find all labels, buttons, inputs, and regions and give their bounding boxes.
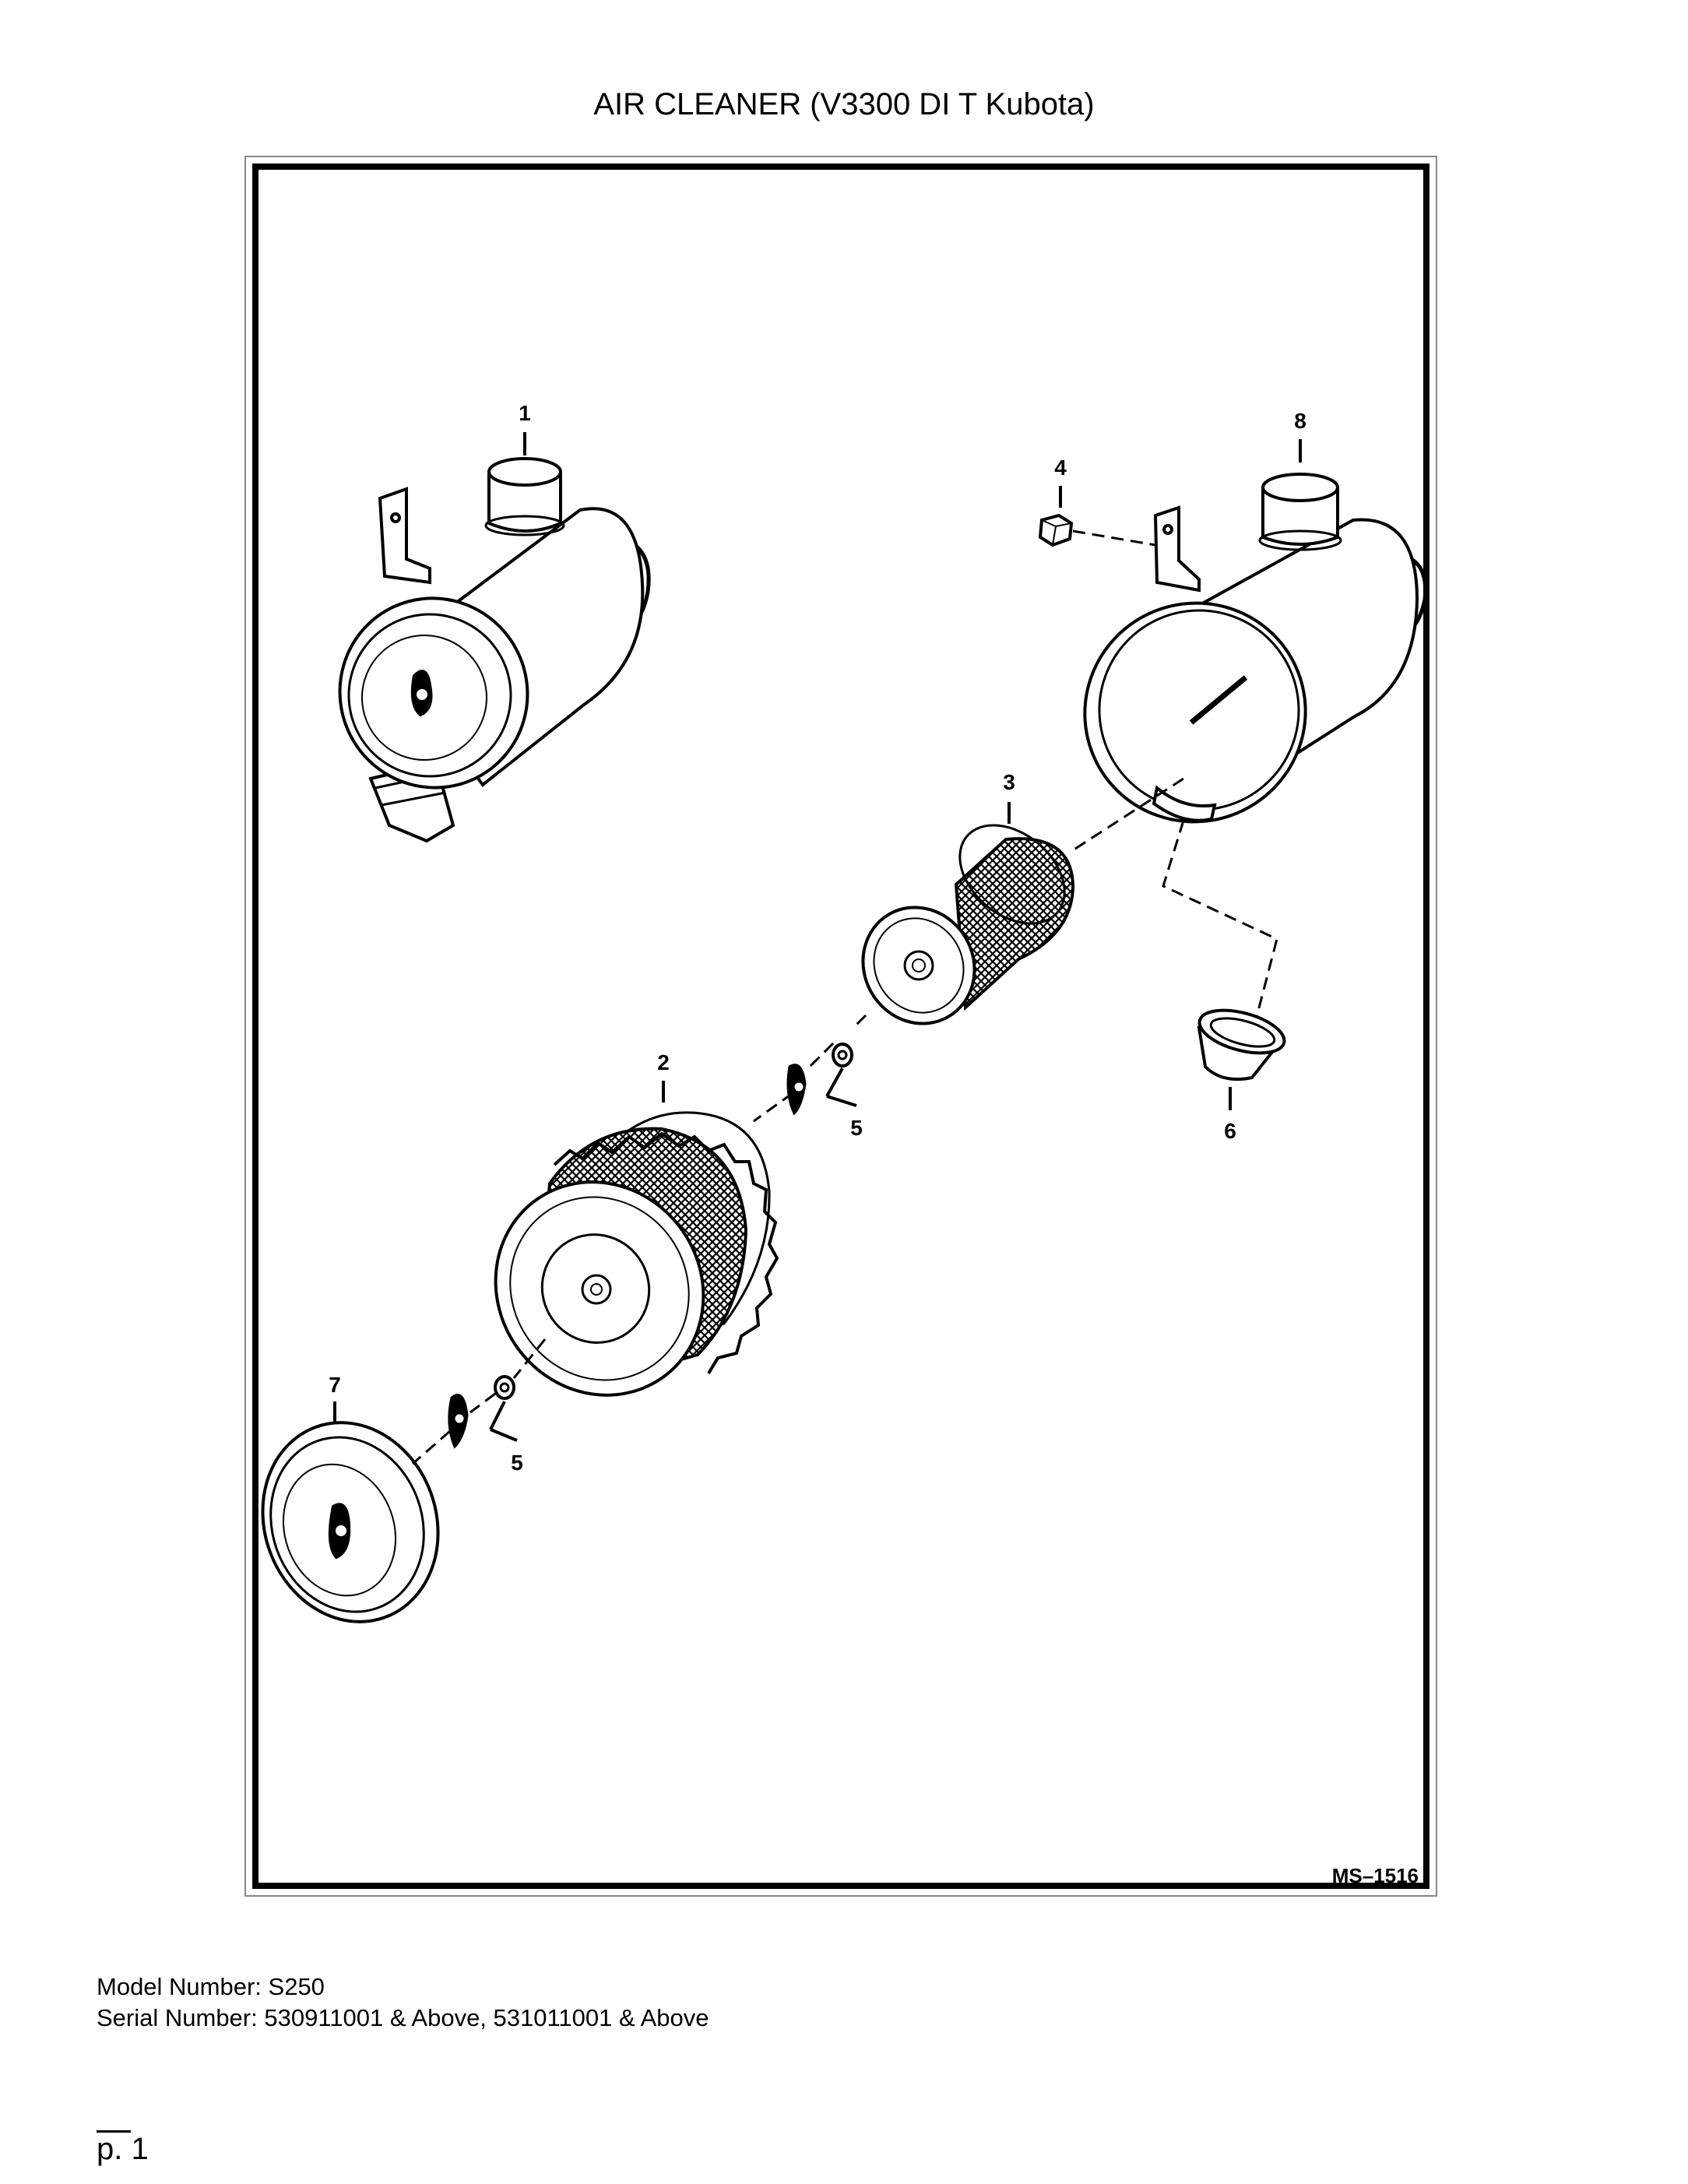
diagram-frame-outer bbox=[244, 156, 1437, 1897]
callout-6: 6 bbox=[1224, 1119, 1236, 1143]
assembly-lines bbox=[412, 529, 1278, 1465]
callout-8: 8 bbox=[1294, 409, 1306, 433]
inner-filter-element bbox=[861, 824, 1075, 1025]
air-cleaner-housing bbox=[1083, 473, 1428, 824]
model-number: Model Number: S250 bbox=[97, 1973, 325, 2000]
callout-leaders bbox=[333, 432, 1302, 1442]
wing-nut-washer-upper bbox=[786, 1043, 853, 1116]
callout-4: 4 bbox=[1054, 455, 1067, 480]
serial-number: Serial Number: 530911001 & Above, 531011… bbox=[97, 2004, 709, 2031]
wing-nut-washer-lower bbox=[448, 1375, 515, 1449]
callout-5-lower: 5 bbox=[511, 1451, 523, 1475]
callout-7: 7 bbox=[329, 1373, 341, 1397]
hex-nut bbox=[1038, 513, 1074, 547]
air-cleaner-cover bbox=[261, 1421, 440, 1623]
callout-5-upper: 5 bbox=[850, 1116, 863, 1140]
callout-3: 3 bbox=[1003, 770, 1015, 794]
callout-2: 2 bbox=[657, 1050, 670, 1074]
page-number-rule bbox=[97, 2130, 131, 2133]
primary-filter-element bbox=[494, 1111, 779, 1397]
page-number: p. 1 bbox=[97, 2132, 149, 2166]
outlet-adapter bbox=[1197, 1008, 1286, 1081]
callout-1: 1 bbox=[519, 401, 531, 425]
air-cleaner-assembly bbox=[338, 457, 651, 843]
diagram-frame bbox=[252, 164, 1430, 1889]
page-title: AIR CLEANER (V3300 DI T Kubota) bbox=[593, 87, 1095, 121]
drawing-number: MS–1516 bbox=[1332, 1864, 1419, 1887]
